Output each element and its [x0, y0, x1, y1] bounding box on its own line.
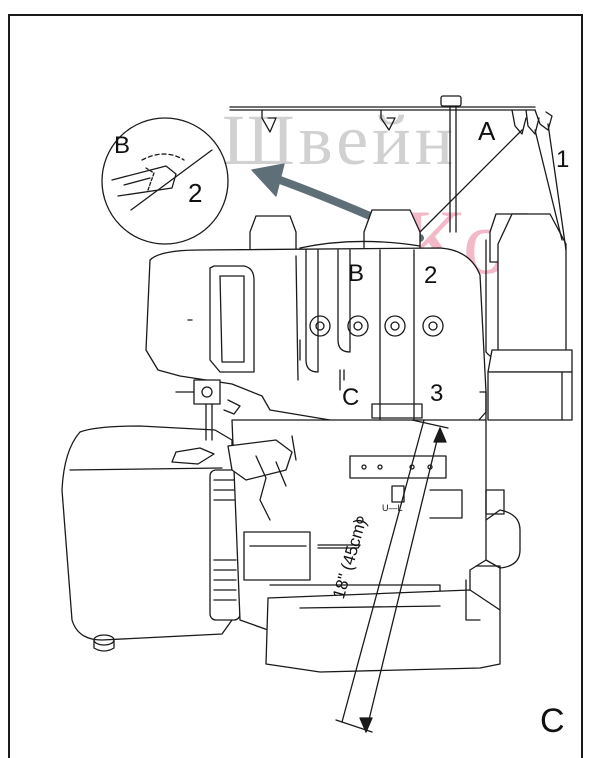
figure-frame: [8, 14, 583, 758]
label-3: 3: [430, 380, 444, 407]
machine-body: [145, 240, 487, 431]
label-c: C: [342, 384, 360, 411]
handwheel: [209, 469, 241, 621]
inner-panel: [231, 419, 521, 641]
measurement-lines: [335, 419, 449, 733]
label-2: 2: [424, 262, 438, 289]
watermark-text-top: Швейн: [222, 100, 458, 180]
needle-area: [171, 379, 297, 521]
inset-label-2: 2: [188, 178, 203, 208]
label-b: B: [348, 260, 365, 287]
inset-circle: [101, 117, 229, 245]
thread-cones: [249, 209, 573, 421]
threads: [419, 123, 567, 251]
free-arm: [61, 425, 233, 652]
figure-corner-label: C: [540, 702, 565, 740]
label-1: 1: [556, 146, 570, 173]
looper-cover: [265, 565, 501, 673]
tension-dials: [309, 315, 487, 421]
thread-stand: [229, 95, 553, 233]
inset-label-b: B: [114, 132, 131, 159]
label-a: A: [478, 116, 496, 146]
label-u-l: U—L: [382, 503, 403, 513]
